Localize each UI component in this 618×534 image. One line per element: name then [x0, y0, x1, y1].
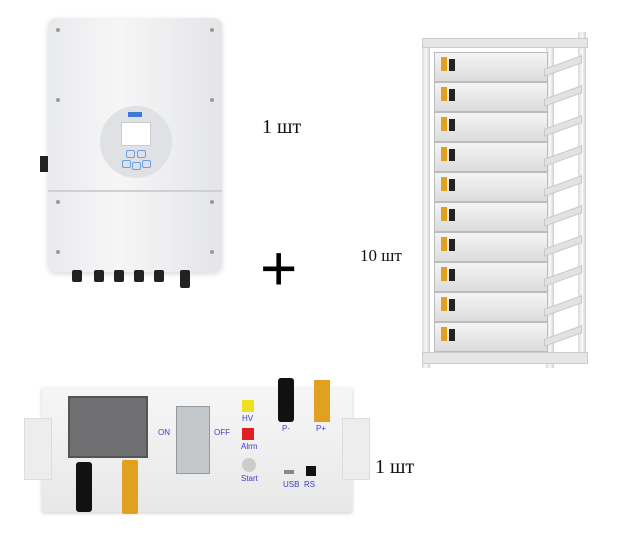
bms-screen: [68, 396, 148, 458]
off-label: OFF: [214, 428, 230, 437]
alarm-indicator: [242, 428, 254, 440]
on-label: ON: [158, 428, 170, 437]
hv-label: HV: [242, 414, 254, 423]
black-connector: [76, 462, 92, 512]
inverter-screen: [121, 122, 151, 146]
bms-controller-image: ON OFF HV Alrm Start P- P+ USB RS: [24, 378, 370, 514]
brand-logo: [128, 112, 142, 117]
usb-label: USB: [283, 480, 300, 489]
battery-rack-image: [412, 32, 588, 380]
orange-connector: [122, 460, 138, 514]
battery-module: [434, 232, 548, 262]
breaker-switch[interactable]: [176, 406, 210, 474]
plus-sign: +: [260, 232, 298, 304]
start-label: Start: [241, 474, 258, 483]
battery-module: [434, 292, 548, 322]
start-button[interactable]: [242, 458, 256, 472]
battery-module: [434, 262, 548, 292]
battery-module: [434, 52, 548, 82]
battery-module: [434, 112, 548, 142]
battery-module: [434, 172, 548, 202]
inverter-quantity: 1 шт: [262, 116, 302, 138]
battery-module: [434, 82, 548, 112]
usb-port: [284, 470, 294, 474]
inverter-image: [40, 18, 222, 288]
battery-module: [434, 202, 548, 232]
p-plus-label: P+: [316, 424, 327, 433]
bms-quantity: 1 шт: [375, 456, 415, 478]
alarm-label: Alrm: [241, 442, 258, 451]
battery-quantity: 10 шт: [360, 246, 402, 265]
hv-indicator: [242, 400, 254, 412]
rs-port: [306, 466, 316, 476]
rs-label: RS: [304, 480, 316, 489]
p-minus-connector: [278, 378, 294, 422]
p-minus-label: P-: [282, 424, 290, 433]
p-plus-connector: [314, 380, 330, 422]
inverter-display-panel: [100, 106, 172, 178]
battery-module: [434, 322, 548, 352]
battery-module: [434, 142, 548, 172]
